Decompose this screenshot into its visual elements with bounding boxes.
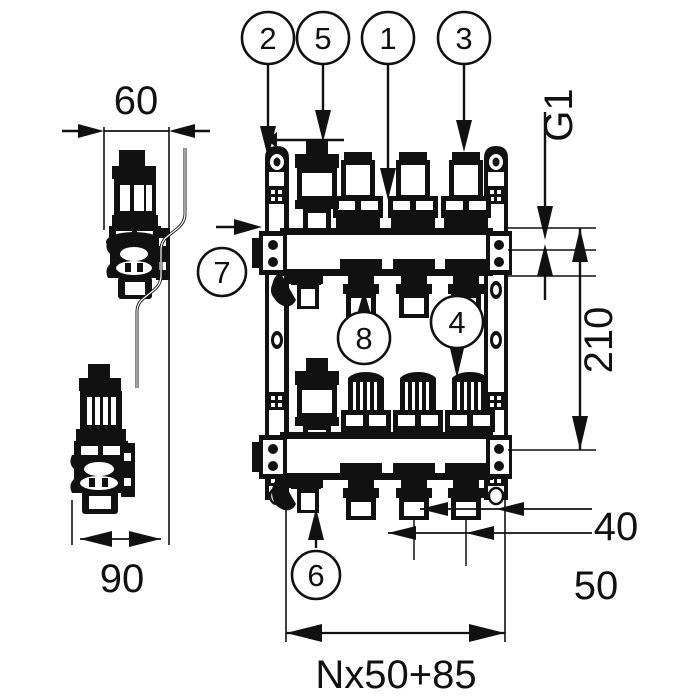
balloon-8-label: 8 [355,321,372,356]
leader-arrow-1 [380,168,396,200]
leader-arrow-6 [308,508,324,540]
balloon-3-circle[interactable] [436,10,492,66]
balloon-6[interactable]: 6 [290,508,342,601]
flowmeter-group-upper [333,152,491,230]
end-fitting-upper-right [486,231,512,275]
outlet-l3 [445,463,487,520]
leader-arrow-5 [315,110,331,142]
balloon-5[interactable]: 5 [295,10,351,142]
leader-arrow-2 [260,126,276,158]
valve-head-1 [341,372,391,432]
side-view: 60 [62,79,210,601]
balloon-4[interactable]: 4 [429,294,485,378]
balloon-7-label: 7 [213,255,230,290]
overall-arrow-left [286,624,322,642]
dimension-label-210: 210 [577,307,621,374]
outlet-u2 [393,259,435,318]
balloon-5-circle[interactable] [295,10,351,66]
dimension-label-40: 40 [594,505,639,549]
dimension-label-60: 60 [114,79,159,123]
outlet-group-lower [340,463,487,520]
balloon-6-label: 6 [307,558,324,593]
valve-head-group-lower [341,372,495,432]
arrow-left [78,124,104,138]
balloon-1-label: 1 [379,21,396,56]
balloon-8[interactable]: 8 [336,290,392,366]
valve-head-3 [445,372,495,432]
side-valve-upper [106,150,170,299]
balloon-3-label: 3 [455,21,472,56]
leader-arrow-7 [234,219,262,235]
dimension-label-50: 50 [574,564,619,608]
flowmeter-3 [441,152,491,230]
dimension-60: 60 [62,79,210,300]
balloon-6-circle[interactable] [290,549,342,601]
air-vent-upper [295,141,339,231]
dimension-label-overall: Nx50+85 [315,653,476,697]
balloon-1[interactable]: 1 [360,10,416,200]
outlet-l2 [393,463,435,520]
flowmeter-2 [388,152,438,230]
balloon-8-circle[interactable] [336,310,392,366]
end-fitting-lower-left [252,435,287,479]
g1-arrow-down [537,206,553,240]
dimension-90: 90 [71,300,170,601]
dim210-arrow-up [572,228,588,262]
balloon-4-label: 4 [448,305,465,340]
callouts: 2 5 1 3 7 [196,10,492,601]
balloon-5-label: 5 [314,21,331,56]
outlet-l1 [340,463,382,520]
balloon-7[interactable]: 7 [196,219,262,298]
dimension-40: 40 [413,502,639,566]
ball-valve-lower [272,476,323,513]
balloon-2-label: 2 [259,21,276,56]
dimensions-right: G1 210 40 50 [388,88,638,608]
balloon-2[interactable]: 2 [240,10,344,158]
balloon-2-circle[interactable] [240,10,296,66]
dim210-arrow-down [572,416,588,450]
flowmeter-1 [333,152,383,230]
balloon-1-circle[interactable] [360,10,416,66]
leader-arrow-3 [456,120,472,152]
balloon-4-circle[interactable] [429,294,485,350]
balloon-3[interactable]: 3 [436,10,492,152]
balloon-7-circle[interactable] [196,246,248,298]
dimension-label-90: 90 [100,557,145,601]
dimension-210: 210 [572,228,621,450]
leader-arrow-4 [449,344,465,378]
manifold-rail-lower [252,358,512,520]
valve-head-2 [393,372,443,432]
dimension-G1: G1 [537,88,581,300]
side-connecting-pipe [135,148,187,388]
side-valve-lower [70,364,135,514]
dimension-overall-width: Nx50+85 [285,500,506,697]
dimension-label-G1: G1 [537,88,581,141]
ball-valve-upper [272,272,323,309]
g1-arrow-up [537,244,553,276]
dimension-50: 50 [388,526,618,608]
end-fitting-lower-right [486,435,512,479]
overall-arrow-right [469,624,505,642]
front-view [252,141,512,520]
arrow-right [169,124,195,138]
end-fitting-upper-left [252,231,287,275]
